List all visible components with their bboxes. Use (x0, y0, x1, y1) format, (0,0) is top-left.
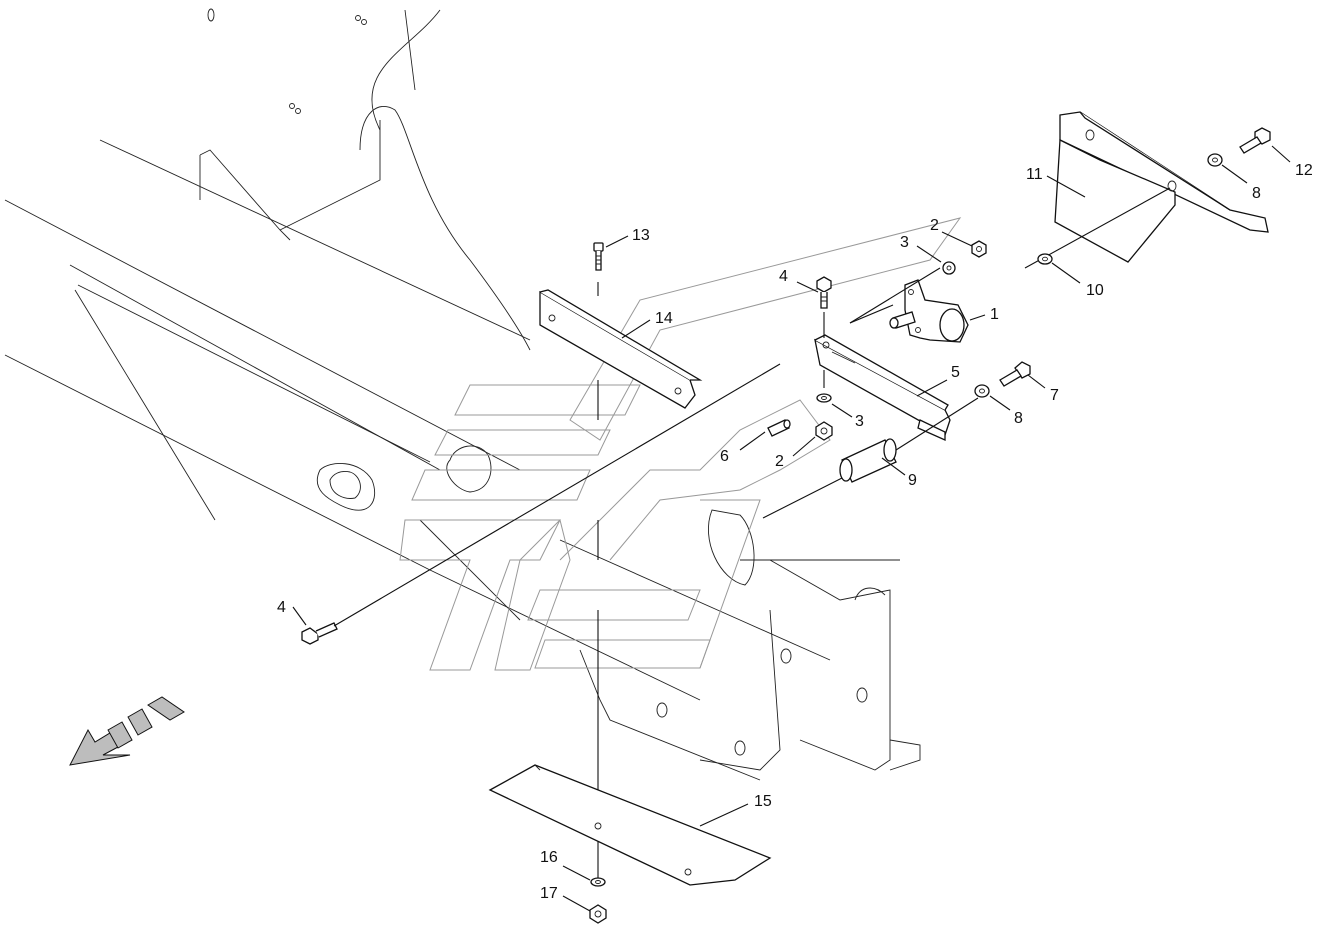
part-8-washer-top (1207, 153, 1223, 167)
part-8-washer-middle (974, 384, 990, 398)
part-17-nut (589, 904, 607, 924)
callout-1: 1 (990, 306, 999, 323)
callout-7: 7 (1050, 387, 1059, 404)
part-13-bolt (593, 242, 604, 271)
part-3-washer-lower (816, 393, 832, 403)
background-watermark (399, 217, 962, 671)
callout-11: 11 (1026, 166, 1043, 183)
callout-8-top: 8 (1252, 185, 1261, 202)
callout-3-lower: 3 (855, 413, 864, 430)
callout-16: 16 (540, 849, 558, 866)
part-6-pin (767, 419, 791, 437)
callout-10: 10 (1086, 282, 1104, 299)
callout-4-lower: 4 (277, 599, 286, 616)
callout-labels: 1 2 2 3 3 4 4 5 6 7 8 8 9 10 11 12 13 14… (277, 162, 1313, 902)
callout-6: 6 (720, 448, 729, 465)
callout-2-upper: 2 (930, 217, 939, 234)
part-11-cover (1054, 111, 1269, 263)
callout-8-middle: 8 (1014, 410, 1023, 427)
callout-14: 14 (655, 310, 673, 327)
callout-12: 12 (1295, 162, 1313, 179)
part-3-washer-upper (942, 261, 956, 275)
part-1-sensor (889, 279, 969, 343)
callout-13: 13 (632, 227, 650, 244)
part-16-washer (590, 877, 606, 887)
part-10-washer (1037, 253, 1053, 265)
part-4-bolt-lower (301, 622, 338, 645)
part-2-nut-lower (815, 421, 833, 441)
part-4-bolt-upper (816, 276, 832, 309)
callout-17: 17 (540, 885, 558, 902)
part-7-bolt (999, 361, 1031, 387)
callout-2-lower: 2 (775, 453, 784, 470)
callout-15: 15 (754, 793, 772, 810)
callout-4-upper: 4 (779, 268, 788, 285)
machine-body-outline (4, 8, 921, 781)
part-9-sleeve (839, 438, 897, 483)
callout-9: 9 (908, 472, 917, 489)
part-5-mounting-bar (814, 334, 951, 442)
part-14-bracket (539, 289, 703, 409)
part-12-bolt (1239, 127, 1271, 154)
callout-5: 5 (951, 364, 960, 381)
callout-3-upper: 3 (900, 234, 909, 251)
callout-leaders (292, 145, 1291, 912)
part-15-plate (488, 764, 772, 886)
part-2-nut-upper (971, 240, 987, 258)
travel-direction-arrow-icon (69, 696, 185, 766)
